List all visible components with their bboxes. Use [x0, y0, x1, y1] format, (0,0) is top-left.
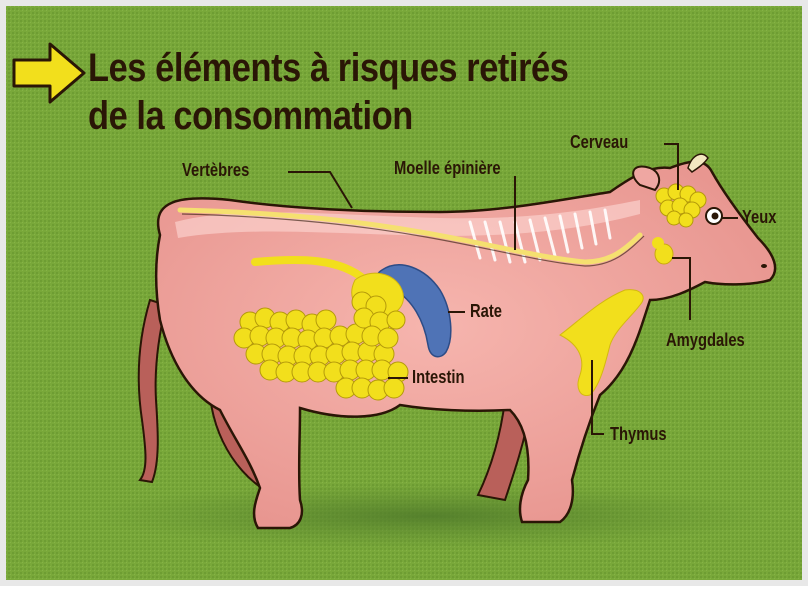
label-cerveau: Cerveau	[570, 132, 628, 153]
label-thymus: Thymus	[610, 424, 667, 445]
label-amygdales: Amygdales	[666, 330, 745, 351]
label-moelle: Moelle épinière	[394, 158, 501, 179]
page-title-line1: Les éléments à risques retirés	[88, 46, 568, 91]
label-intestin: Intestin	[412, 367, 464, 388]
label-yeux: Yeux	[742, 207, 776, 228]
ground-shadow	[90, 482, 770, 550]
label-rate: Rate	[470, 301, 502, 322]
page-title-line2: de la consommation	[88, 94, 413, 139]
nostril	[761, 264, 767, 268]
label-vertebres: Vertèbres	[182, 160, 249, 181]
